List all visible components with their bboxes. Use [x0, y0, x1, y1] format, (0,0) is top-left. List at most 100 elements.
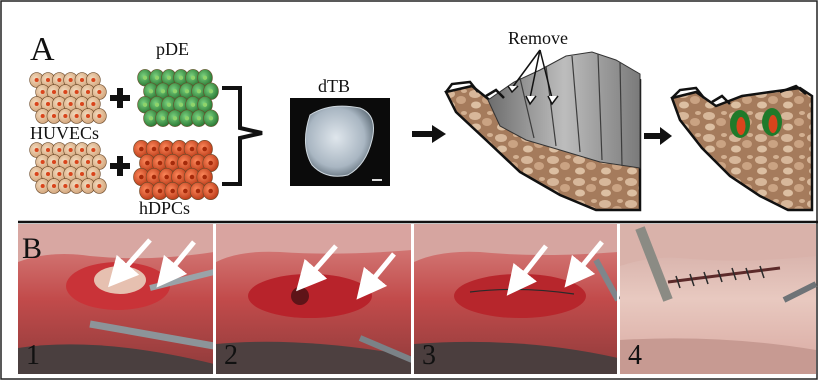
dtb-scale-bar: [372, 179, 382, 181]
huvec-nucleus: [41, 114, 45, 118]
hdpc-nucleus: [196, 161, 201, 166]
hdpc-nucleus: [170, 189, 175, 194]
photo-number-3: 3: [422, 340, 436, 371]
huvec-nucleus: [97, 90, 101, 94]
hdpc-nucleus: [208, 189, 213, 194]
hdpc-nucleus: [145, 189, 150, 194]
remove-label: Remove: [508, 28, 568, 48]
pde-nucleus: [203, 103, 207, 107]
pde-nucleus: [155, 103, 159, 107]
implant-right: [762, 108, 782, 136]
hdpc-nucleus: [164, 175, 169, 180]
surgery-photo-2: [216, 224, 412, 374]
pde-nucleus: [149, 89, 153, 93]
huvec-label: HUVECs: [30, 123, 99, 143]
huvec-nucleus: [86, 90, 90, 94]
huvec-nucleus: [91, 78, 95, 82]
pde-nucleus: [173, 89, 177, 93]
huvec-nucleus: [75, 90, 79, 94]
hdpc-nucleus: [183, 161, 188, 166]
hdpc-cluster: [133, 140, 218, 199]
huvec-cluster-top: [30, 73, 107, 124]
huvec-nucleus: [75, 114, 79, 118]
surgery-photo-4: [620, 224, 816, 374]
huvec-nucleus: [46, 148, 50, 152]
huvec-nucleus: [35, 172, 39, 176]
hdpc-nucleus: [145, 161, 150, 166]
huvec-nucleus: [35, 148, 39, 152]
pde-nucleus: [203, 76, 207, 80]
huvec-nucleus: [57, 78, 61, 82]
hdpc-nucleus: [177, 147, 182, 152]
pde-nucleus: [143, 76, 147, 80]
pde-nucleus: [185, 116, 189, 120]
huvec-nucleus: [80, 78, 84, 82]
pde-label: pDE: [156, 39, 189, 59]
pde-nucleus: [167, 76, 171, 80]
huvec-nucleus: [80, 102, 84, 106]
hdpc-nucleus: [190, 175, 195, 180]
huvec-nucleus: [63, 90, 67, 94]
implant-left: [730, 110, 750, 138]
huvec-cluster-bottom: [30, 143, 107, 194]
pde-nucleus: [161, 89, 165, 93]
pde-nucleus: [191, 103, 195, 107]
huvec-nucleus: [63, 184, 67, 188]
hdpc-nucleus: [152, 147, 157, 152]
huvec-nucleus: [91, 102, 95, 106]
pde-nucleus: [197, 116, 201, 120]
huvec-nucleus: [80, 172, 84, 176]
huvec-nucleus: [52, 160, 56, 164]
panel-b: B 1 2 3 4: [18, 224, 816, 376]
panel-b-label: B: [22, 232, 42, 265]
huvec-nucleus: [46, 102, 50, 106]
huvec-nucleus: [57, 102, 61, 106]
huvec-nucleus: [41, 184, 45, 188]
huvec-nucleus: [41, 90, 45, 94]
huvec-nucleus: [46, 78, 50, 82]
huvec-nucleus: [57, 172, 61, 176]
hdpc-nucleus: [202, 175, 207, 180]
pde-cluster: [138, 69, 219, 126]
pde-nucleus: [209, 89, 213, 93]
hdpc-nucleus: [158, 161, 163, 166]
huvec-nucleus: [86, 160, 90, 164]
huvec-nucleus: [57, 148, 61, 152]
huvec-nucleus: [69, 172, 73, 176]
hdpc-nucleus: [170, 161, 175, 166]
hdpc-nucleus: [139, 147, 144, 152]
pde-nucleus: [173, 116, 177, 120]
dtb-label: dTB: [318, 76, 350, 96]
huvec-nucleus: [91, 148, 95, 152]
huvec-nucleus: [52, 184, 56, 188]
huvec-nucleus: [52, 90, 56, 94]
huvec-nucleus: [35, 78, 39, 82]
hdpc-nucleus: [202, 147, 207, 152]
hdpc-nucleus: [183, 189, 188, 194]
hdpc-label: hDPCs: [139, 198, 190, 218]
hdpc-nucleus: [177, 175, 182, 180]
hdpc-nucleus: [190, 147, 195, 152]
photo-number-1: 1: [26, 340, 40, 371]
huvec-nucleus: [46, 172, 50, 176]
huvec-nucleus: [97, 160, 101, 164]
photo-number-4: 4: [628, 340, 642, 371]
pde-nucleus: [197, 89, 201, 93]
huvec-nucleus: [86, 114, 90, 118]
hdpc-nucleus: [208, 161, 213, 166]
huvec-nucleus: [97, 184, 101, 188]
surgery-photo-3: [414, 224, 618, 374]
huvec-nucleus: [80, 148, 84, 152]
huvec-nucleus: [52, 114, 56, 118]
surgery-photo-1: [18, 224, 214, 374]
pde-nucleus: [161, 116, 165, 120]
pde-nucleus: [191, 76, 195, 80]
pde-nucleus: [179, 76, 183, 80]
huvec-nucleus: [69, 102, 73, 106]
huvec-nucleus: [35, 102, 39, 106]
huvec-nucleus: [41, 160, 45, 164]
pde-nucleus: [155, 76, 159, 80]
pde-nucleus: [179, 103, 183, 107]
hdpc-nucleus: [164, 147, 169, 152]
